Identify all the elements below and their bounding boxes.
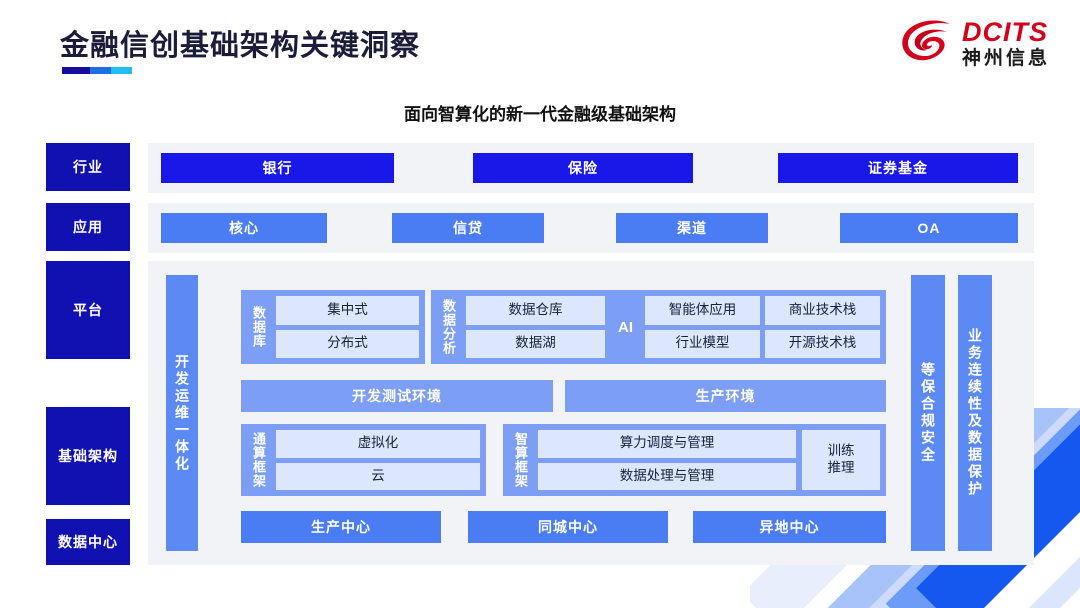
cell-commercial-stack[interactable]: 商业技术栈: [765, 296, 880, 325]
group-ai: AI 智能体应用 商业技术栈 行业模型 开源技术栈: [606, 290, 886, 364]
industry-chip-insurance[interactable]: 保险: [473, 153, 693, 183]
cell-data-lake[interactable]: 数据湖: [466, 329, 605, 358]
dcits-swirl-icon: [902, 20, 950, 61]
layer-label-application[interactable]: 应用: [46, 203, 130, 251]
application-chip-channel[interactable]: 渠道: [616, 213, 768, 243]
group-cells-ai-compute: 算力调度与管理 数据处理与管理: [538, 430, 796, 490]
industry-panel: 银行 保险 证券基金: [148, 143, 1034, 193]
application-panel: 核心 信贷 渠道 OA: [148, 203, 1034, 253]
application-chip-credit[interactable]: 信贷: [392, 213, 544, 243]
cell-data-warehouse[interactable]: 数据仓库: [466, 296, 605, 325]
group-label-general-compute: 通算框架: [251, 432, 266, 488]
inference-label: 推理: [827, 460, 855, 475]
training-label: 训练: [827, 443, 855, 459]
logo-wordmark-en: DCITS: [961, 16, 1048, 47]
cell-industry-model[interactable]: 行业模型: [645, 329, 760, 358]
application-chip-oa[interactable]: OA: [840, 213, 1018, 243]
vbar-business-continuity[interactable]: 业务连续性及数据保护: [958, 275, 992, 551]
cell-opensource-stack[interactable]: 开源技术栈: [765, 329, 880, 358]
layer-label-infrastructure[interactable]: 基础架构: [46, 407, 130, 505]
bar-production-environment[interactable]: 生产环境: [565, 380, 886, 412]
layer-label-column: 行业 应用 平台 基础架构 数据中心: [46, 143, 130, 565]
title-accent-bar: [62, 67, 132, 74]
cell-distributed[interactable]: 分布式: [276, 329, 419, 358]
group-general-compute-framework: 通算框架 虚拟化 云: [241, 424, 486, 496]
group-cells-general-compute: 虚拟化 云: [276, 430, 480, 490]
group-label-ai: AI: [618, 318, 633, 336]
platform-infrastructure-panel: 开发运维一体化 等保合规安全 业务连续性及数据保护 数据库 集中式 分布式 数据…: [148, 261, 1034, 565]
group-cells-data-analytics: 数据仓库 数据湖: [466, 296, 605, 358]
bar-production-center[interactable]: 生产中心: [241, 511, 441, 543]
industry-chip-bank[interactable]: 银行: [161, 153, 394, 183]
bar-dev-test-environment[interactable]: 开发测试环境: [241, 380, 553, 412]
group-label-ai-compute: 智算框架: [513, 432, 528, 488]
architecture-diagram: 行业 应用 平台 基础架构 数据中心 银行 保险 证券基金 核心 信贷 渠道 O…: [46, 143, 1034, 565]
group-database: 数据库 集中式 分布式: [241, 290, 425, 364]
slide-header: 金融信创基础架构关键洞察 DCITS 神州信息: [0, 0, 1080, 92]
vbar-compliance-security[interactable]: 等保合规安全: [911, 275, 945, 551]
page-title: 金融信创基础架构关键洞察: [60, 30, 421, 62]
industry-chip-securities[interactable]: 证券基金: [778, 153, 1018, 183]
cell-virtualization[interactable]: 虚拟化: [276, 430, 480, 458]
brand-logo: DCITS 神州信息: [900, 18, 1050, 68]
bar-metro-center[interactable]: 同城中心: [468, 511, 668, 543]
cell-agent-application[interactable]: 智能体应用: [645, 296, 760, 325]
group-cells-ai: 智能体应用 商业技术栈 行业模型 开源技术栈: [645, 296, 880, 358]
cell-training-inference[interactable]: 训练 推理: [802, 430, 880, 490]
vbar-devops[interactable]: 开发运维一体化: [166, 275, 198, 551]
group-label-database: 数据库: [251, 306, 266, 348]
logo-wordmark-cn: 神州信息: [961, 47, 1050, 69]
cell-centralized[interactable]: 集中式: [276, 296, 419, 325]
bar-remote-center[interactable]: 异地中心: [693, 511, 886, 543]
group-ai-compute-framework: 智算框架 算力调度与管理 数据处理与管理 训练 推理: [503, 424, 886, 496]
subtitle: 面向智算化的新一代金融级基础架构: [404, 105, 676, 124]
layer-label-platform[interactable]: 平台: [46, 261, 130, 359]
cell-compute-scheduling[interactable]: 算力调度与管理: [538, 430, 796, 458]
group-data-analytics: 数据分析 数据仓库 数据湖: [431, 290, 611, 364]
application-chip-core[interactable]: 核心: [161, 213, 327, 243]
cell-data-processing[interactable]: 数据处理与管理: [538, 462, 796, 490]
cell-cloud[interactable]: 云: [276, 462, 480, 490]
group-cells-database: 集中式 分布式: [276, 296, 419, 358]
layer-label-datacenter[interactable]: 数据中心: [46, 519, 130, 565]
layer-label-industry[interactable]: 行业: [46, 143, 130, 191]
group-label-data-analytics: 数据分析: [441, 299, 456, 355]
